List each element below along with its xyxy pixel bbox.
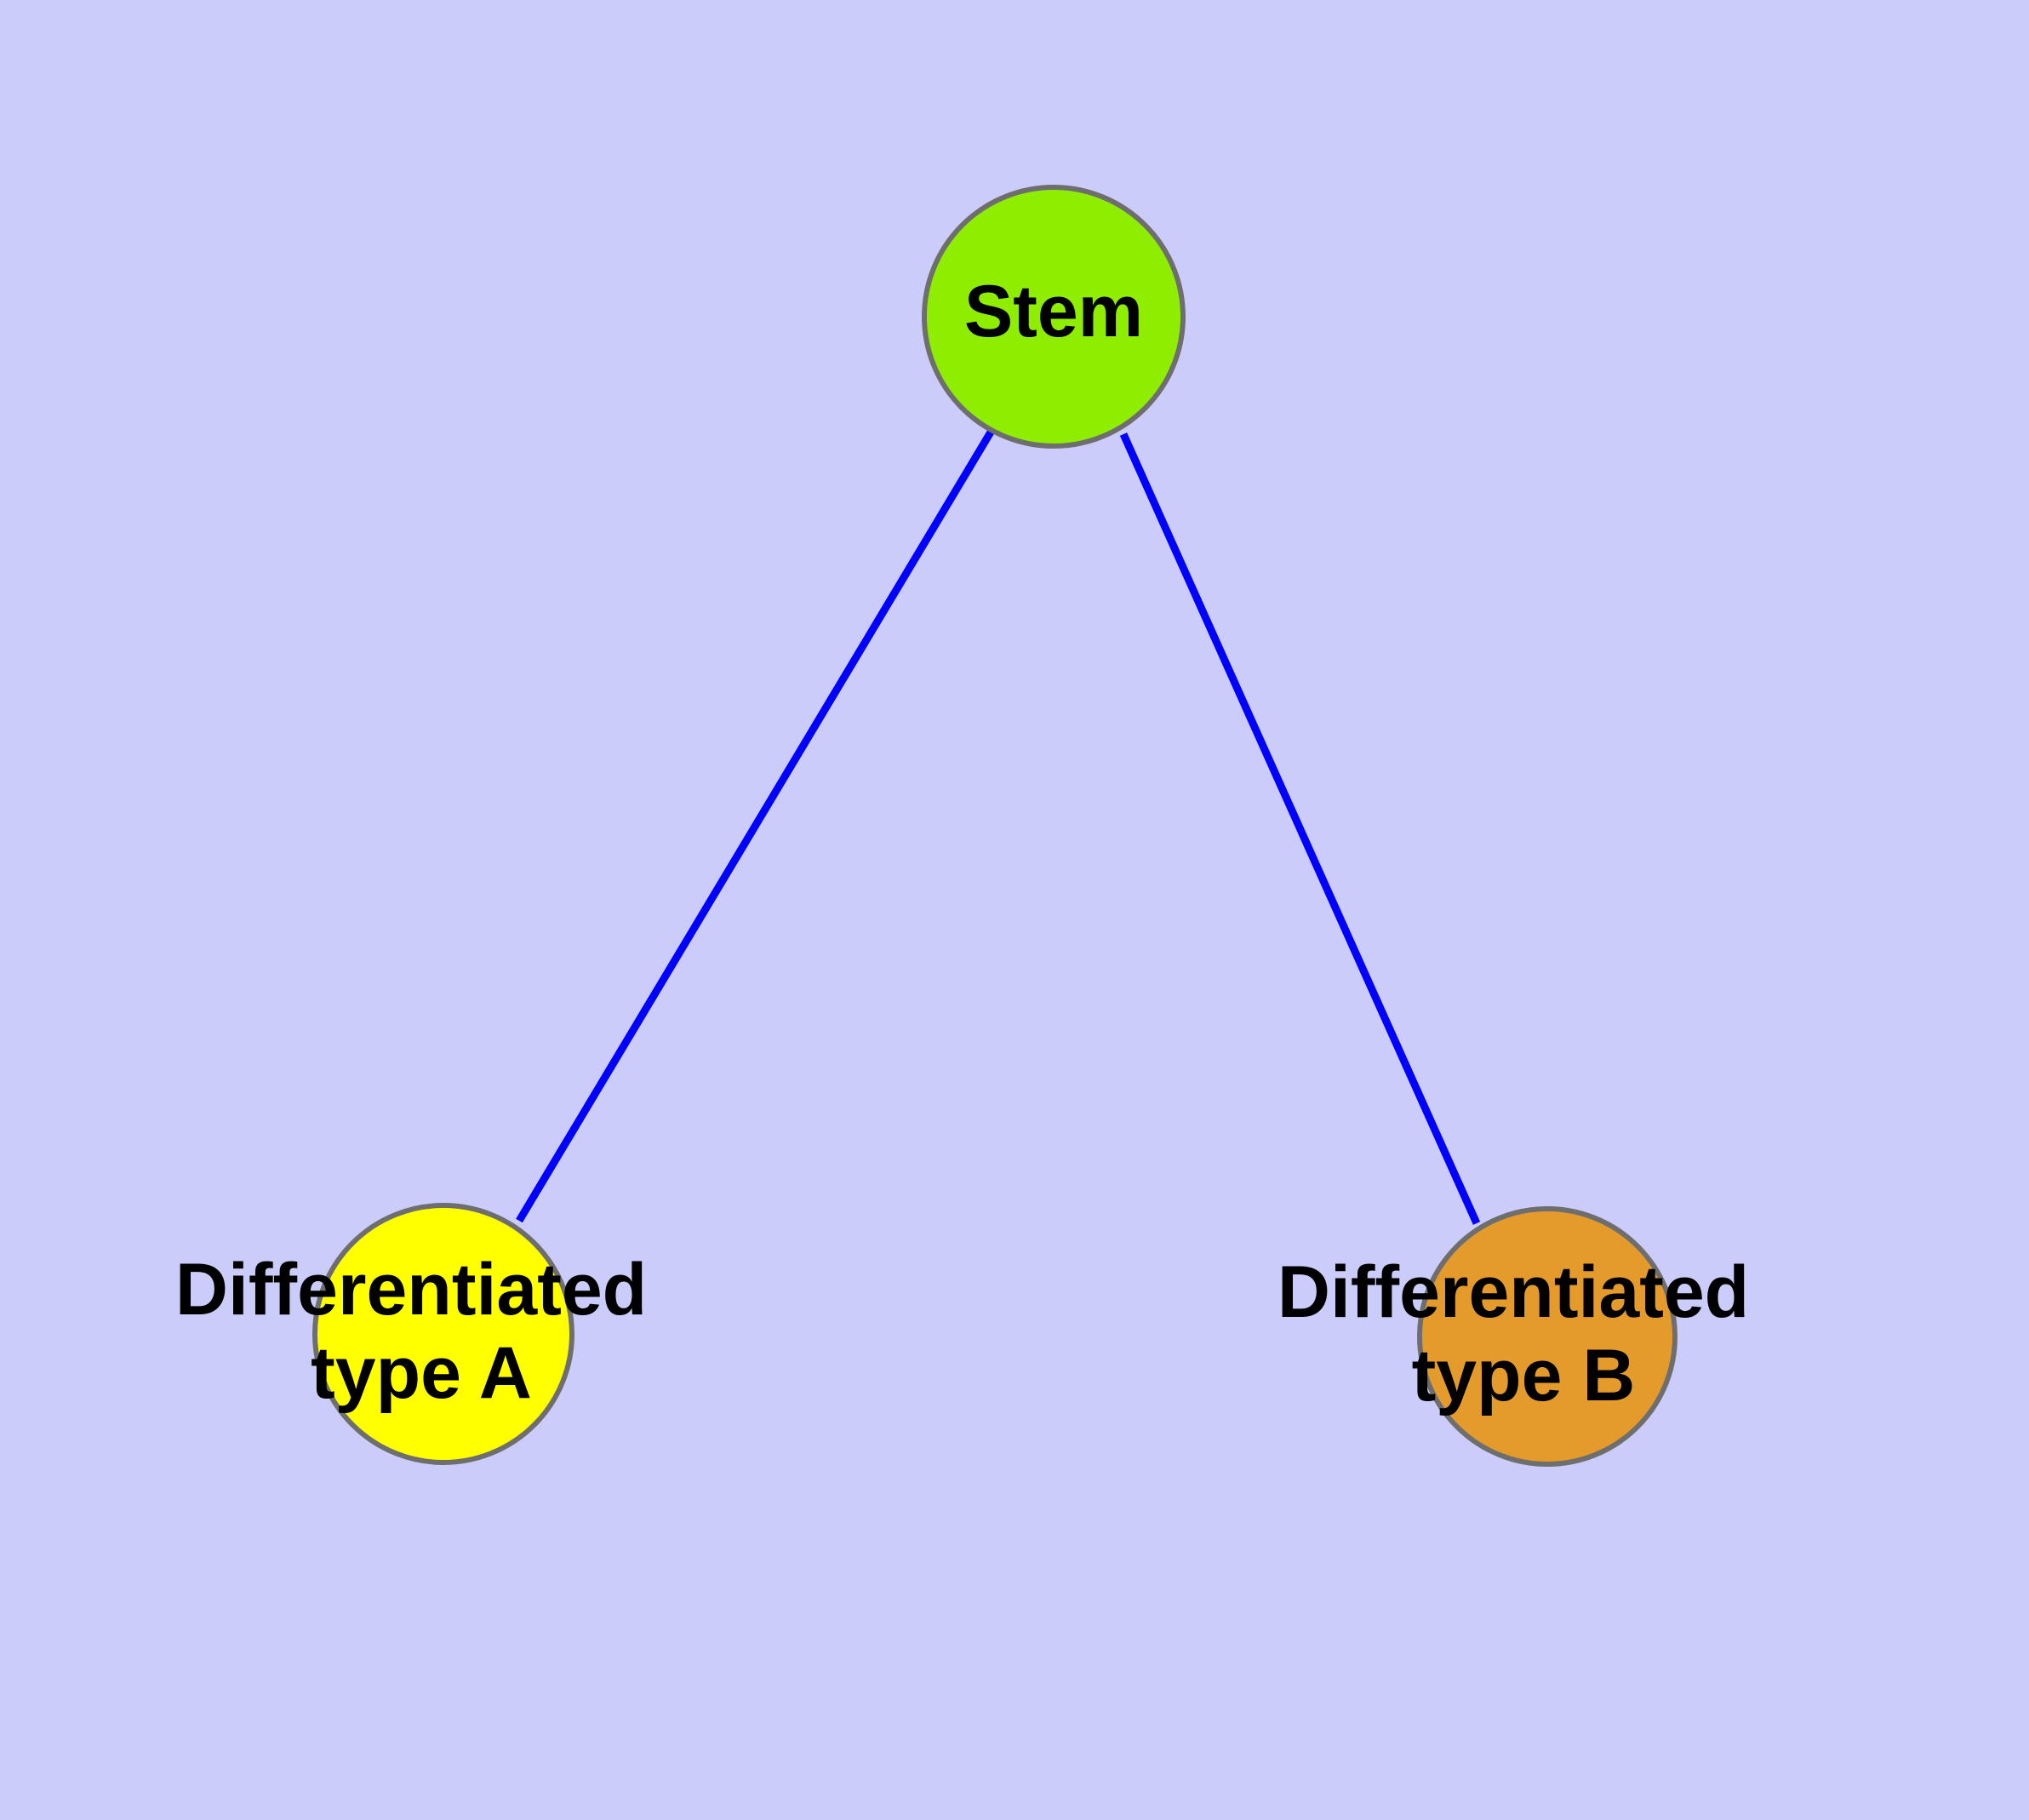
edge-stem-to-differentiated-type-a [516, 428, 995, 1223]
node-differentiated-type-b-label: Differentiated type B [1277, 1251, 1769, 1417]
node-stem-label: Stem [964, 271, 1143, 352]
node-layer [312, 185, 1677, 1467]
node-differentiated-type-b[interactable] [1417, 1206, 1677, 1467]
node-differentiated-type-a[interactable] [312, 1203, 574, 1465]
node-differentiated-type-a-label-line-1: Differentiated [175, 1249, 647, 1331]
node-differentiated-type-a-circle[interactable] [312, 1203, 574, 1465]
node-stem-label-line-1: Stem [964, 271, 1143, 352]
node-stem-circle[interactable] [922, 185, 1186, 449]
node-differentiated-type-b-circle[interactable] [1417, 1206, 1677, 1467]
edge-layer [516, 428, 1481, 1225]
node-differentiated-type-b-label-line-1: Differentiated [1277, 1251, 1749, 1333]
label-layer: Stem Differentiated type A Differentiate… [175, 271, 1769, 1417]
node-differentiated-type-a-label-line-2: type A [311, 1332, 532, 1414]
edge-stem-to-differentiated-type-b [1119, 432, 1481, 1225]
node-differentiated-type-a-label: Differentiated type A [175, 1249, 667, 1414]
node-stem[interactable] [922, 185, 1186, 449]
node-differentiated-type-b-label-line-2: type B [1412, 1335, 1636, 1417]
